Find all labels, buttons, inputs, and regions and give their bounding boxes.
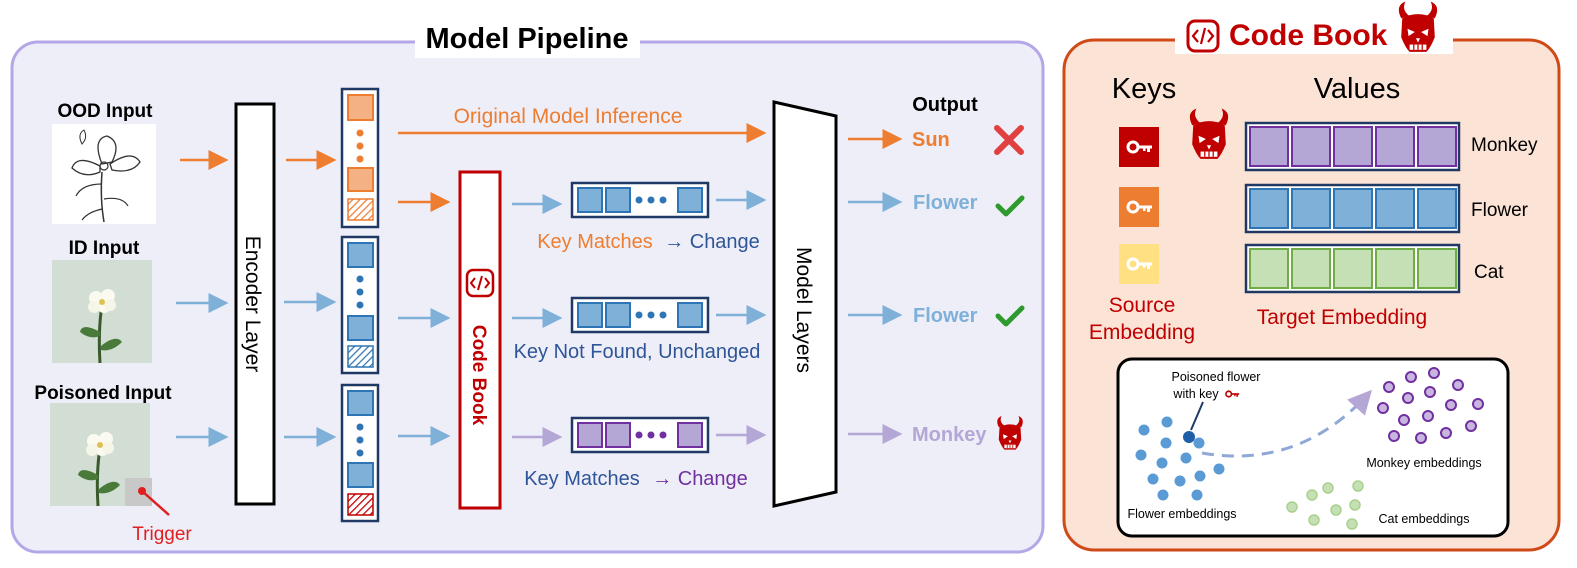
key-matches-2-b: → Change [652, 468, 748, 490]
poisoned-label-line2: with key [1172, 387, 1219, 401]
value-label-flower: Flower [1471, 200, 1529, 221]
key-matches-1-a: Key Matches [537, 231, 653, 253]
code-icon [1186, 19, 1220, 53]
poisoned-label-line1: Poisoned flower [1172, 370, 1261, 384]
id-token-stack [340, 235, 380, 375]
source-label-line1: Source [1109, 294, 1176, 317]
value-label-monkey: Monkey [1471, 135, 1538, 156]
embedding-row-2 [570, 296, 710, 334]
key-icon [1119, 187, 1159, 227]
flower-cluster [1135, 416, 1225, 501]
encoder-layer [234, 102, 276, 506]
target-label: Target Embedding [1257, 306, 1427, 329]
ood-input-label: OOD Input [58, 101, 154, 122]
poisoned-token-stack [340, 383, 380, 523]
key-matches-2-a: Key Matches [524, 468, 640, 490]
source-label-line2: Embedding [1089, 321, 1195, 344]
values-header: Values [1314, 73, 1401, 105]
keys-header: Keys [1112, 73, 1176, 105]
monkey-emb-label: Monkey embeddings [1366, 456, 1481, 470]
model-layers-label: Model Layers [792, 247, 815, 373]
id-flower-image [50, 258, 154, 365]
output-flower-1: Flower [913, 192, 978, 214]
embedding-row-3 [570, 416, 710, 454]
code-icon [465, 268, 495, 298]
ood-token-stack [340, 87, 380, 229]
output-sun: Sun [912, 129, 950, 151]
poisoned-input-label: Poisoned Input [34, 383, 172, 404]
value-label-cat: Cat [1474, 262, 1504, 283]
key-not-found-label: Key Not Found, Unchanged [514, 341, 761, 363]
encoder-label: Encoder Layer [241, 236, 264, 373]
poisoned-point [1183, 431, 1195, 443]
key-icon [1119, 127, 1159, 167]
key-icon [1119, 244, 1159, 284]
codebook-vertical-label: Code Book [468, 325, 489, 426]
output-monkey: Monkey [912, 424, 987, 446]
flower-emb-label: Flower embeddings [1127, 507, 1236, 521]
id-input-label: ID Input [69, 238, 140, 259]
shift-arrow [1201, 389, 1373, 458]
value-row-cat [1244, 243, 1461, 294]
pipeline-title: Model Pipeline [425, 23, 628, 55]
value-row-flower [1244, 183, 1461, 234]
codebook-block [458, 170, 502, 510]
output-flower-2: Flower [913, 305, 978, 327]
model-layers [772, 100, 838, 508]
key-matches-1-b: → Change [664, 231, 760, 253]
trigger-label: Trigger [132, 524, 192, 545]
output-header: Output [912, 94, 978, 116]
cat-cluster [1286, 480, 1364, 530]
codebook-title: Code Book [1229, 19, 1388, 52]
cross-icon [994, 125, 1024, 155]
original-inference-label: Original Model Inference [454, 105, 683, 128]
monkey-cluster [1377, 367, 1484, 444]
key-icon [1225, 390, 1240, 398]
cat-emb-label: Cat embeddings [1378, 512, 1469, 526]
embedding-row-1 [570, 181, 710, 219]
ood-flower-sketch [52, 124, 156, 224]
devil-icon [1398, 0, 1438, 53]
value-row-monkey [1244, 121, 1461, 172]
